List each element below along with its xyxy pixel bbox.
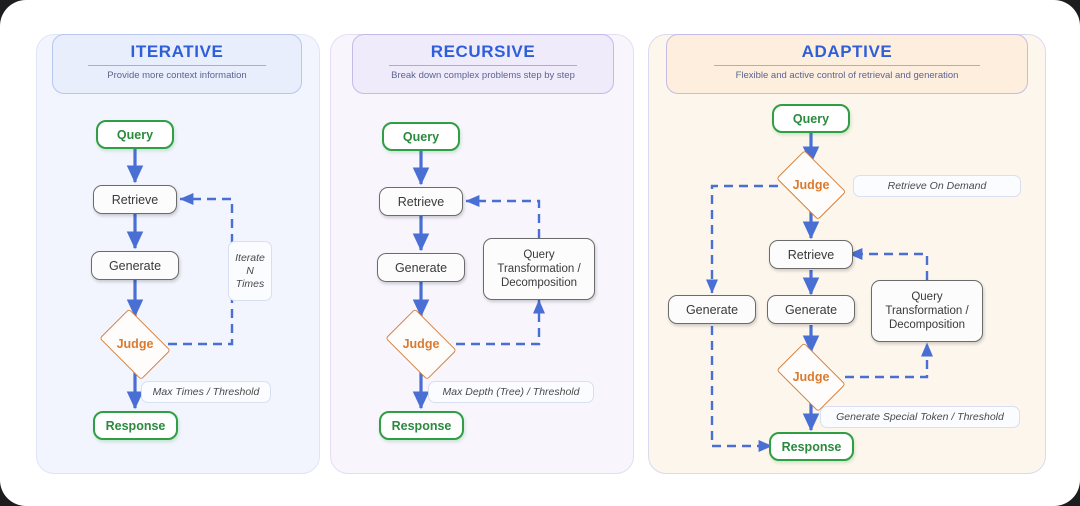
node-adaptive-generate-left[interactable]: Generate [668,295,756,324]
node-adaptive-judge-top[interactable]: Judge [771,150,851,220]
node-adaptive-judge-bottom[interactable]: Judge [771,342,851,412]
node-recursive-retrieve[interactable]: Retrieve [379,187,463,216]
panel-subtitle-recursive: Break down complex problems step by step [391,70,575,81]
node-iterative-judge[interactable]: Judge [95,308,175,380]
transform-line-2: Transformation / [497,263,581,275]
loop-line-1: Iterate [235,251,265,264]
node-adaptive-query-transformation[interactable]: Query Transformation / Decomposition [871,280,983,342]
node-label: Judge [402,337,440,351]
label-retrieve-on-demand: Retrieve On Demand [853,175,1021,197]
node-label: Judge [792,178,830,192]
panel-title-iterative: ITERATIVE [130,42,224,61]
node-adaptive-response[interactable]: Response [769,432,854,461]
node-recursive-generate[interactable]: Generate [377,253,465,282]
transform-line-3: Decomposition [888,319,966,331]
node-label: Judge [116,337,154,351]
header-divider [88,65,266,66]
node-recursive-judge[interactable]: Judge [381,308,461,380]
node-adaptive-retrieve[interactable]: Retrieve [769,240,853,269]
panel-subtitle-iterative: Provide more context information [107,70,247,81]
panel-title-recursive: RECURSIVE [430,42,536,61]
header-card-recursive: RECURSIVE Break down complex problems st… [352,34,614,94]
node-adaptive-query[interactable]: Query [772,104,850,133]
header-card-adaptive: ADAPTIVE Flexible and active control of … [666,34,1028,94]
loop-line-2: N [246,264,254,277]
header-divider [389,65,577,66]
label-adaptive-exit: Generate Special Token / Threshold [820,406,1020,428]
node-label: Judge [792,370,830,384]
node-recursive-response[interactable]: Response [379,411,464,440]
header-divider [714,65,980,66]
loop-line-3: Times [235,277,265,290]
transform-line-2: Transformation / [885,305,969,317]
node-iterative-response[interactable]: Response [93,411,178,440]
node-adaptive-generate-mid[interactable]: Generate [767,295,855,324]
node-iterative-retrieve[interactable]: Retrieve [93,185,177,214]
panel-title-adaptive: ADAPTIVE [801,42,893,61]
transform-line-1: Query [911,291,943,303]
node-recursive-query-transformation[interactable]: Query Transformation / Decomposition [483,238,595,300]
panel-subtitle-adaptive: Flexible and active control of retrieval… [735,70,959,81]
transform-line-1: Query [523,249,555,261]
label-iterative-exit: Max Times / Threshold [141,381,271,403]
node-iterative-generate[interactable]: Generate [91,251,179,280]
label-recursive-exit: Max Depth (Tree) / Threshold [428,381,594,403]
transform-line-3: Decomposition [500,277,578,289]
node-iterative-query[interactable]: Query [96,120,174,149]
panel-iterative [36,34,320,474]
label-iterate-n-times: Iterate N Times [228,241,272,301]
node-recursive-query[interactable]: Query [382,122,460,151]
header-card-iterative: ITERATIVE Provide more context informati… [52,34,302,94]
